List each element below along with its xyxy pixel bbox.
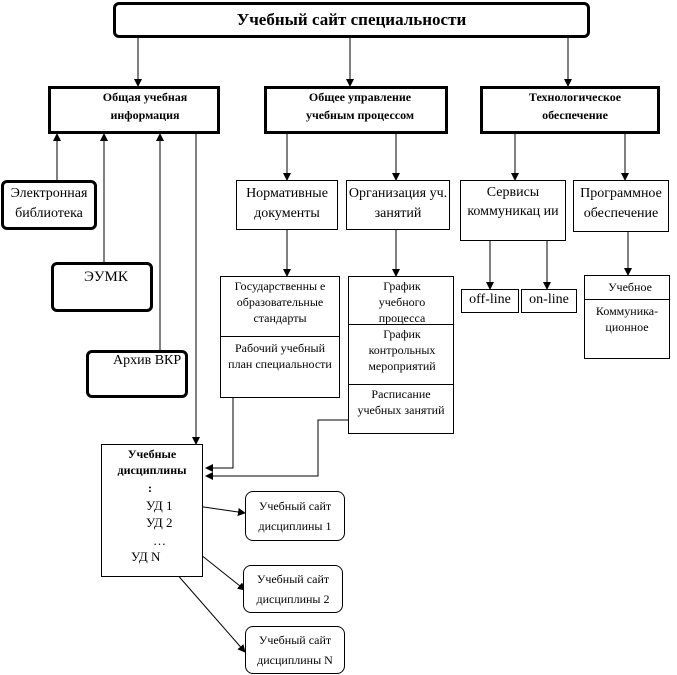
e-library-label: Электронная библиотека xyxy=(10,186,88,221)
discipline-site-1-label: Учебный сайт дисциплины 1 xyxy=(258,499,332,533)
state-standards-label: Государственны е образовательные стандар… xyxy=(234,279,326,325)
disciplines-box xyxy=(101,444,203,577)
e-library-box xyxy=(1,180,97,230)
discipline-site-n-label: Учебный сайт дисциплины N xyxy=(257,633,333,667)
educational-label: Учебное xyxy=(608,280,652,294)
arrow-curriculum-to-disciplines xyxy=(205,398,234,472)
arrow-timetable-to-disciplines xyxy=(205,419,348,480)
disciplines-colon: : xyxy=(148,481,152,495)
schedule-process-cell: График учебного процесса xyxy=(348,276,454,324)
vkr-archive-box xyxy=(86,350,188,398)
discipline-site-2-label: Учебный сайт дисциплины 2 xyxy=(256,572,330,606)
arrow-udn-to-siten xyxy=(167,563,246,653)
offline-box xyxy=(461,289,519,313)
general-info-box xyxy=(48,86,220,134)
discipline-site-1-box xyxy=(245,491,345,541)
discipline-site-n-box xyxy=(245,626,345,674)
discipline-udn: УД N xyxy=(131,549,161,564)
schedule-control-label: График контрольных мероприятий xyxy=(368,327,436,373)
vkr-archive-label: Архив ВКР xyxy=(113,353,182,368)
normative-docs-box xyxy=(236,180,338,230)
tech-support-box xyxy=(480,86,660,134)
discipline-ud1: УД 1 xyxy=(146,498,173,513)
tech-support-label: Технологическое обеспечение xyxy=(528,90,622,122)
organization-list-divider-2 xyxy=(348,384,454,385)
online-box xyxy=(521,289,577,313)
timetable-label: Расписание учебных занятий xyxy=(357,387,445,417)
process-management-box xyxy=(264,86,448,134)
process-management-label: Общее управление учебным процессом xyxy=(305,90,415,122)
software-label: Программное обеспечение xyxy=(580,186,662,221)
eumk-box xyxy=(51,262,153,312)
discipline-ud2: УД 2 xyxy=(146,515,173,530)
offline-label: off-line xyxy=(469,292,511,307)
organization-label: Организация уч. занятий xyxy=(348,186,448,221)
communication-services-label: Сервисы коммуникац ии xyxy=(467,185,559,219)
eumk-label: ЭУМК xyxy=(84,269,128,285)
general-info-label: Общая учебная информация xyxy=(102,90,188,122)
normative-docs-label: Нормативные документы xyxy=(246,186,328,221)
organization-list-divider-1 xyxy=(348,324,454,325)
software-types-divider xyxy=(584,299,670,300)
organization-list-box xyxy=(348,276,454,434)
normative-list-divider xyxy=(220,336,340,337)
discipline-dots: … xyxy=(153,533,166,548)
communication-services-box xyxy=(460,180,566,241)
disciplines-heading: Учебные дисциплины xyxy=(117,447,187,477)
schedule-process-label: График учебного процесса xyxy=(378,279,426,324)
site-title: Учебный сайт специальности xyxy=(236,10,467,29)
discipline-site-2-box xyxy=(243,565,343,613)
online-label: on-line xyxy=(529,292,569,307)
software-box xyxy=(573,180,669,232)
normative-docs-list-box xyxy=(220,276,340,398)
software-types-box xyxy=(584,275,670,359)
communication-label: Коммуника-ционное xyxy=(595,304,659,334)
curriculum-label: Рабочий учебный план специальности xyxy=(228,341,332,371)
site-title-box xyxy=(113,2,590,38)
organization-box xyxy=(346,180,450,230)
